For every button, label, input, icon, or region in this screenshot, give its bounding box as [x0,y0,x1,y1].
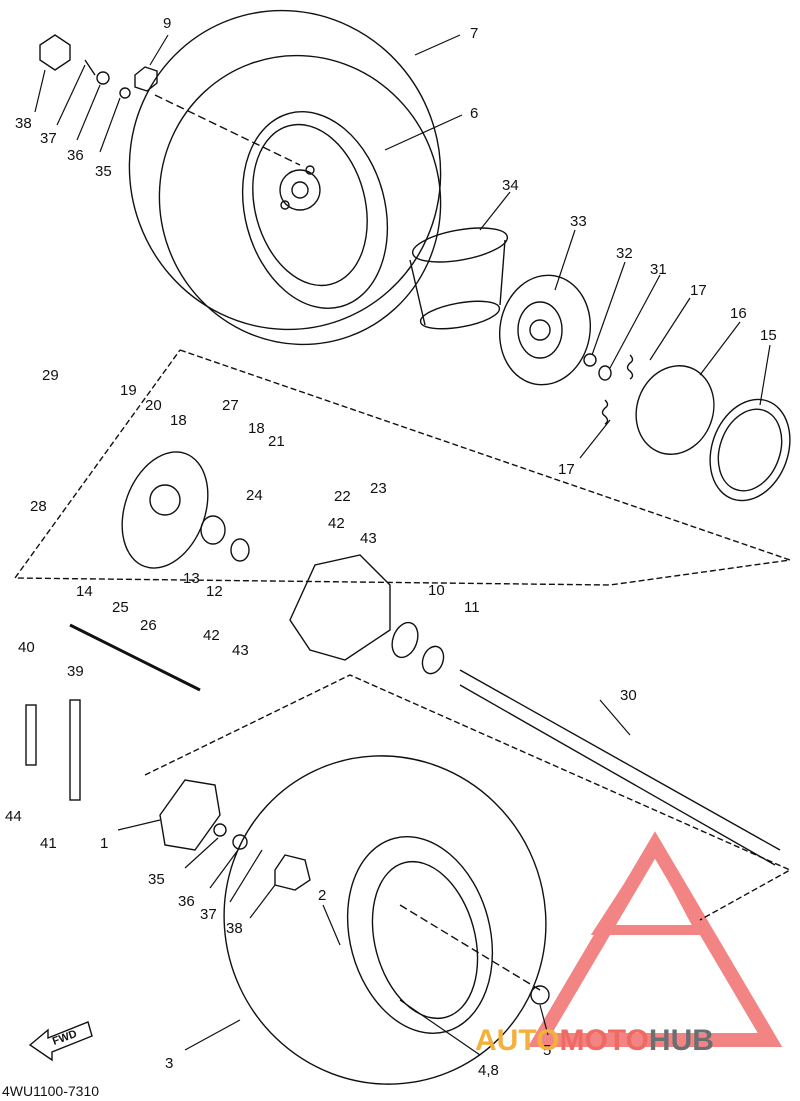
watermark-logo [527,831,783,1047]
callout: 22 [334,488,351,505]
callout: 10 [428,582,445,599]
callout: 40 [18,639,35,656]
leader-lines [34,34,771,1056]
callout: 9 [163,15,171,32]
callout: 41 [40,835,57,852]
callout: 34 [502,177,519,194]
spring-17b [601,399,609,425]
callout: 17 [558,461,575,478]
callout: 43 [360,530,377,547]
callout: 37 [40,130,57,147]
callout: 38 [15,115,32,132]
callout: 30 [620,687,637,704]
callout: 4,8 [478,1062,499,1079]
upper-frame [13,349,791,586]
part-code: 4WU1100-7310 [2,1083,99,1099]
callout: 42 [203,627,220,644]
nut-36-top [96,71,110,85]
callout: 14 [76,583,93,600]
callout: 19 [120,382,137,399]
callout: 27 [222,397,239,414]
callout: 26 [140,617,157,634]
callout: 5 [543,1042,551,1059]
callout: 18 [248,420,265,437]
strap-41 [69,699,81,801]
callout: 17 [690,282,707,299]
callout: 11 [464,599,480,616]
nut-9 [134,66,158,92]
callout: 39 [67,663,84,680]
callout: 13 [183,570,200,587]
callout: 24 [246,487,263,504]
axle-30 [459,669,781,866]
brake-drum-33 [498,274,592,386]
callout: 28 [30,498,47,515]
callout: 38 [226,920,243,937]
callout: 16 [730,305,747,322]
lower-tire [223,755,547,1085]
spring-17a [626,354,634,380]
callout: 21 [268,433,285,450]
pin-39 [69,623,201,692]
seal-13 [200,515,226,545]
callout: 31 [650,261,667,278]
callout: 18 [170,412,187,429]
nut-38 [274,854,311,891]
seal-11 [421,645,445,675]
callout: 7 [470,25,478,42]
drum-34 [409,227,509,330]
callout: 25 [112,599,129,616]
bearing-10 [391,621,419,659]
callout: 29 [42,367,59,384]
hub-1 [159,779,221,851]
clip-31 [598,365,612,381]
lower-frame [144,674,792,921]
washer-35 [213,823,227,837]
fwd-arrow [28,1021,93,1062]
callout: 35 [95,163,112,180]
callout: 33 [570,213,587,230]
upper-tire [128,9,442,346]
callout: 44 [5,808,22,825]
callout: 32 [616,245,633,262]
callout-labels: 1 2 3 4,8 5 6 7 9 10 11 12 13 14 15 16 1… [5,15,777,1079]
brake-shoe-16 [635,365,715,455]
callout: 3 [165,1055,173,1072]
watermark-text: AUTOMOTOHUB [475,1024,714,1057]
callout: 42 [328,515,345,532]
callout: 23 [370,480,387,497]
brake-panel-14 [121,451,209,569]
callout: 15 [760,327,777,344]
nut-38-top [39,34,71,71]
pin-37-top [84,59,96,76]
nut-5 [530,985,550,1005]
strap-44 [25,704,37,766]
callout: 36 [178,893,195,910]
callout: 6 [470,105,478,122]
seal-15 [709,398,791,502]
callout: 1 [100,835,108,852]
callout: 12 [206,583,223,600]
callout: 35 [148,871,165,888]
callout: 37 [200,906,217,923]
callout: 2 [318,887,326,904]
washer-32 [583,353,597,367]
callout: 36 [67,147,84,164]
nut-36 [232,834,248,850]
washer-35-top [119,87,131,99]
seal-12 [230,538,250,562]
housing [289,554,391,661]
fwd-label: FWD [51,1028,79,1048]
callout: 20 [145,397,162,414]
callout: 43 [232,642,249,659]
